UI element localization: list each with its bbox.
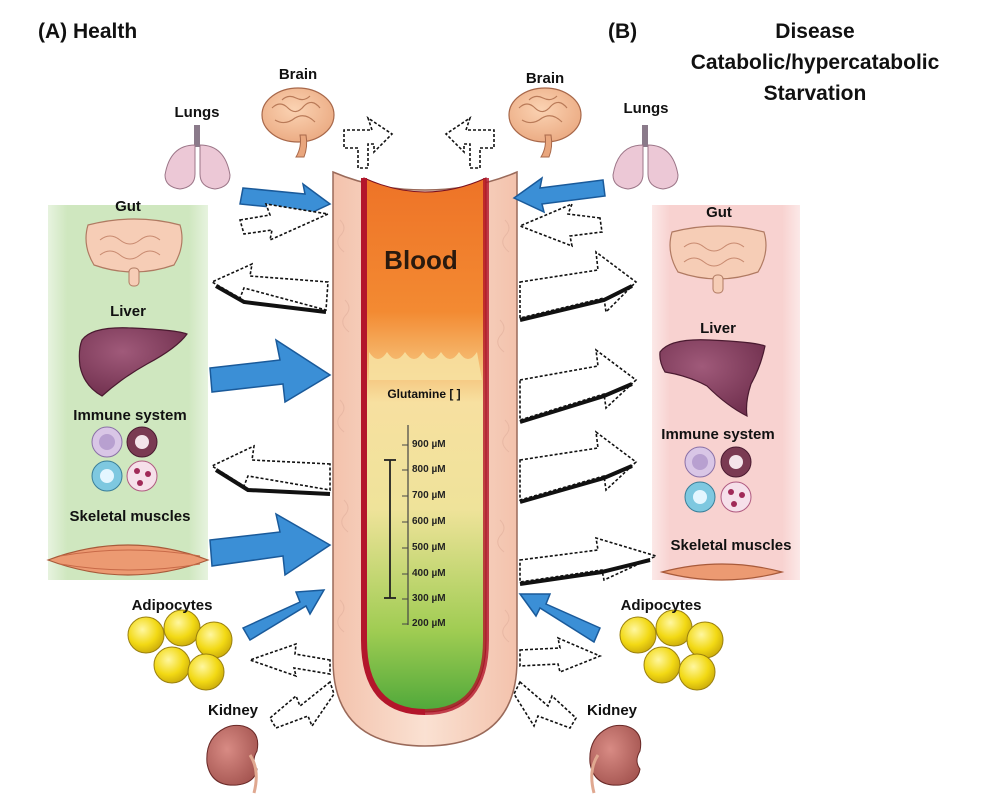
liver-icon [659,339,766,418]
scale-tick-label: 300 µM [412,593,446,604]
flow-arrow-dashed [210,444,331,491]
flow-arrow-dashed [513,680,578,729]
condition-line-1: Disease [775,20,855,43]
label-liver-a: Liver [110,303,146,320]
label-lungs-b: Lungs [623,100,669,117]
label-muscles-a: Skeletal muscles [69,508,191,525]
flow-arrow-dashed [444,116,495,169]
flow-arrow-dashed [519,536,659,583]
adipocytes-icon [127,609,233,691]
scale-tick-label: 500 µM [412,542,446,553]
flow-arrow-dashed [519,348,638,422]
label-kidney-a: Kidney [207,702,259,719]
panel-a-title: (A) Health [38,20,138,43]
skeletal-muscle-icon [46,544,210,576]
label-muscles-b: Skeletal muscles [670,537,792,554]
label-gut-b: Gut [706,204,732,221]
flow-arrow-dashed [519,636,603,674]
flow-arrow-dashed [519,430,638,502]
label-kidney-b: Kidney [586,702,638,719]
label-brain-a: Brain [278,66,318,83]
flow-arrow-dashed [517,202,603,248]
flow-arrow-dashed [238,202,331,242]
gut-icon [85,218,183,287]
flow-arrow-solid [209,338,332,404]
panel-b-title: (B) [608,20,638,43]
scale-tick-label: 400 µM [412,568,446,579]
label-adipocytes-b: Adipocytes [620,597,702,614]
immune-cells-icon [91,426,158,492]
label-lungs-a: Lungs [174,104,220,121]
lungs-icon [164,125,231,190]
flow-arrow-solid [239,182,332,220]
blood-vessel [332,170,518,747]
label-gut-a: Gut [115,198,141,215]
flow-arrow-dashed [210,262,329,312]
label-liver-b: Liver [700,320,736,337]
kidney-icon [589,724,642,794]
scale-tick-label: 800 µM [412,464,446,475]
lungs-icon [612,125,679,190]
flow-arrow-solid [209,512,332,577]
flow-arrow-solid [518,593,601,644]
immune-cells-icon [684,446,752,513]
adipocytes-icon [619,609,724,691]
brain-icon [508,87,582,158]
brain-icon [261,87,335,158]
scale-tick-label: 600 µM [412,516,446,527]
label-immune-b: Immune system [661,426,775,443]
condition-line-2: Catabolic/hypercatabolic [690,51,940,74]
glutamine-label: Glutamine [ ] [387,387,461,401]
flow-arrow-solid [512,176,606,214]
scale-tick-label: 700 µM [412,490,446,501]
label-immune-a: Immune system [73,407,187,424]
scale-tick-label: 900 µM [412,439,446,450]
flow-arrow-dashed [343,116,394,169]
condition-line-3: Starvation [763,82,867,105]
skeletal-muscle-icon [659,563,785,581]
kidney-icon [206,724,259,794]
label-brain-b: Brain [525,70,565,87]
flow-arrow-dashed [247,642,331,678]
flow-arrow-solid [241,589,326,642]
label-adipocytes-a: Adipocytes [131,597,213,614]
flow-arrow-dashed [268,680,335,729]
blood-label: Blood [384,245,458,275]
liver-icon [78,327,188,397]
gut-icon [669,225,767,294]
scale-tick-label: 200 µM [412,618,446,629]
